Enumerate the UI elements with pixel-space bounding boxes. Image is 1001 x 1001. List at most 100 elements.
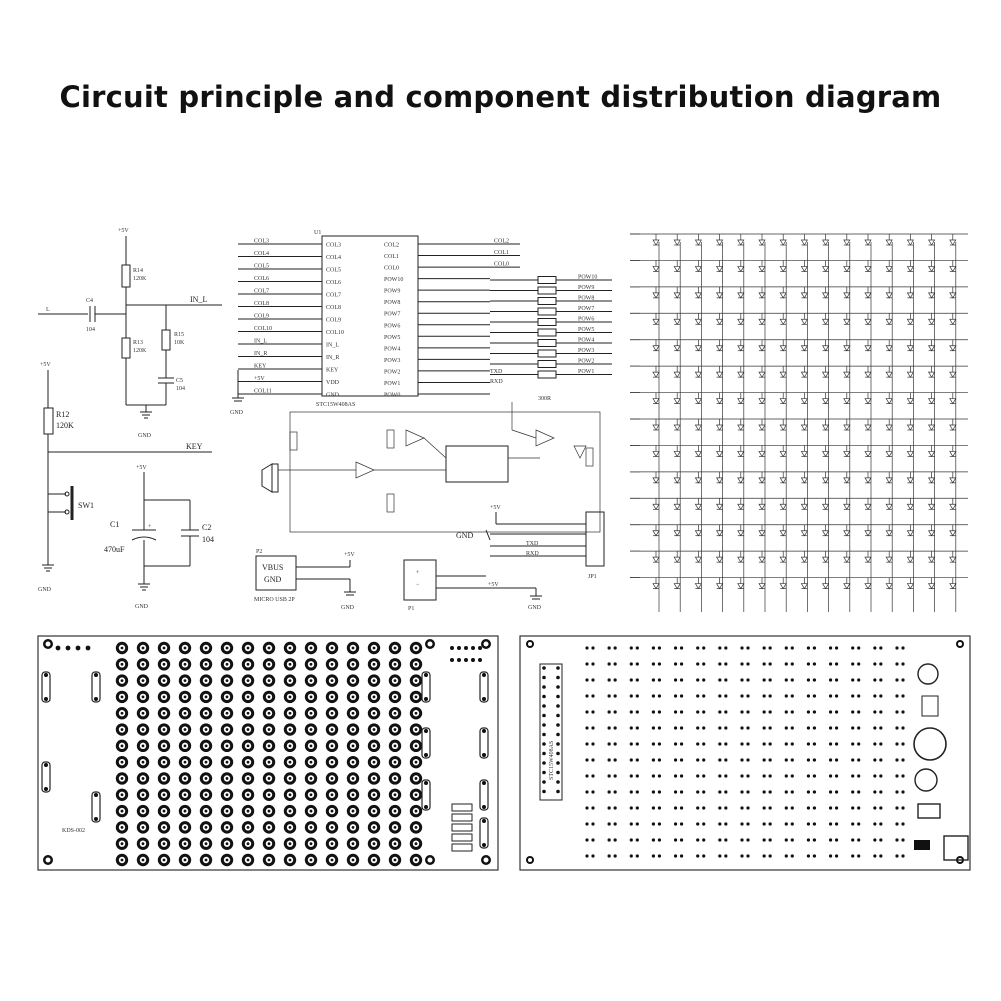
led-symbol bbox=[694, 345, 703, 352]
mcu-net-left: COL7 bbox=[254, 289, 269, 295]
led-symbol bbox=[864, 503, 872, 510]
pow-net-label: POW3 bbox=[578, 348, 594, 354]
led-symbol bbox=[715, 530, 724, 537]
array-resistor bbox=[537, 286, 557, 295]
led-symbol bbox=[758, 398, 766, 405]
rxd-label: RXD bbox=[490, 379, 503, 385]
pcb-hole bbox=[585, 854, 589, 858]
mcu-pin-left: COL6 bbox=[326, 280, 341, 286]
pcb-hole bbox=[673, 758, 678, 762]
led-symbol bbox=[758, 477, 766, 484]
led-symbol bbox=[906, 345, 915, 352]
led-symbol bbox=[694, 398, 703, 405]
array-resistor bbox=[537, 339, 557, 347]
led-symbol bbox=[864, 371, 872, 378]
pcb-hole bbox=[762, 646, 766, 650]
p1-supply: +5V bbox=[488, 582, 499, 588]
led-symbol bbox=[949, 451, 957, 458]
pcb-header bbox=[914, 840, 930, 850]
led-symbol bbox=[673, 345, 681, 352]
led-symbol bbox=[694, 318, 703, 325]
pcb-hole bbox=[873, 758, 877, 762]
pcb-hole bbox=[851, 790, 855, 794]
led-symbol bbox=[758, 292, 766, 299]
pcb-hole bbox=[585, 758, 589, 762]
pcb-hole bbox=[806, 710, 811, 714]
led-symbol bbox=[652, 318, 660, 325]
led-symbol bbox=[821, 530, 830, 537]
led-symbol bbox=[779, 556, 787, 563]
led-symbol bbox=[949, 239, 957, 246]
pcb-hole bbox=[629, 694, 633, 698]
pcb-hole bbox=[607, 726, 611, 730]
mcu-footprint bbox=[539, 663, 563, 801]
led-symbol bbox=[843, 530, 851, 537]
pcb-hole bbox=[651, 694, 656, 698]
pcb-hole bbox=[762, 854, 766, 858]
pcb-hole bbox=[585, 806, 589, 810]
led-symbol bbox=[652, 266, 660, 273]
led-symbol bbox=[885, 583, 893, 590]
pcb-hole bbox=[873, 726, 877, 730]
led-symbol bbox=[737, 345, 745, 352]
led-symbol bbox=[821, 398, 830, 405]
pcb-hole bbox=[673, 790, 678, 794]
led-symbol bbox=[885, 239, 893, 246]
pcb-resistor bbox=[479, 779, 489, 811]
led-symbol bbox=[864, 424, 872, 431]
pcb-hole bbox=[740, 790, 744, 794]
led-symbol bbox=[800, 371, 809, 378]
c2-label: C2 bbox=[202, 523, 211, 532]
pcb-hole bbox=[651, 758, 656, 762]
led-symbol bbox=[885, 556, 893, 563]
pcb-resistor bbox=[41, 671, 51, 703]
pcb-mic bbox=[921, 695, 939, 717]
led-symbol bbox=[737, 398, 745, 405]
pcb-hole bbox=[740, 694, 744, 698]
pcb-hole bbox=[585, 822, 589, 826]
led-symbol bbox=[927, 266, 936, 273]
pcb-hole bbox=[895, 726, 899, 730]
led-symbol bbox=[864, 477, 872, 484]
led-symbol bbox=[885, 371, 893, 378]
led-symbol bbox=[949, 503, 957, 510]
pcb-hole bbox=[696, 726, 700, 730]
pcb-hole bbox=[718, 662, 722, 666]
led-symbol bbox=[864, 451, 872, 458]
led-symbol bbox=[843, 292, 851, 299]
mcu-pin-right: POW8 bbox=[384, 300, 400, 306]
c5-label: C5 bbox=[176, 378, 183, 384]
led-symbol bbox=[779, 318, 787, 325]
pcb-hole bbox=[607, 662, 611, 666]
led-symbol bbox=[800, 292, 809, 299]
pcb-hole bbox=[651, 806, 656, 810]
led-symbol bbox=[715, 477, 724, 484]
led-symbol bbox=[758, 318, 766, 325]
led-symbol bbox=[694, 451, 703, 458]
pcb-hole bbox=[696, 806, 700, 810]
pcb-hole bbox=[828, 726, 833, 730]
mcu-pin-left: IN_L bbox=[326, 343, 339, 349]
led-symbol bbox=[737, 318, 745, 325]
led-symbol bbox=[843, 371, 851, 378]
led-symbol bbox=[779, 451, 787, 458]
led-symbol bbox=[758, 371, 766, 378]
txd-label: TXD bbox=[490, 369, 503, 375]
l-net-label: L bbox=[46, 307, 50, 313]
pcb-hole bbox=[629, 838, 633, 842]
led-symbol bbox=[652, 345, 660, 352]
mcu-pin-left: COL9 bbox=[326, 318, 341, 324]
pcb-hole bbox=[762, 806, 766, 810]
array-resistor bbox=[537, 349, 557, 358]
led-symbol bbox=[779, 266, 787, 273]
led-symbol bbox=[843, 583, 851, 590]
mcu-net-left: IN_R bbox=[254, 351, 267, 357]
led-symbol bbox=[906, 424, 915, 431]
pcb-hole bbox=[895, 838, 899, 842]
led-symbol bbox=[843, 266, 851, 273]
pcb-hole bbox=[762, 742, 766, 746]
led-symbol bbox=[673, 292, 681, 299]
led-symbol bbox=[821, 424, 830, 431]
resistor-r13 bbox=[121, 337, 131, 359]
pcb-hole bbox=[851, 822, 855, 826]
